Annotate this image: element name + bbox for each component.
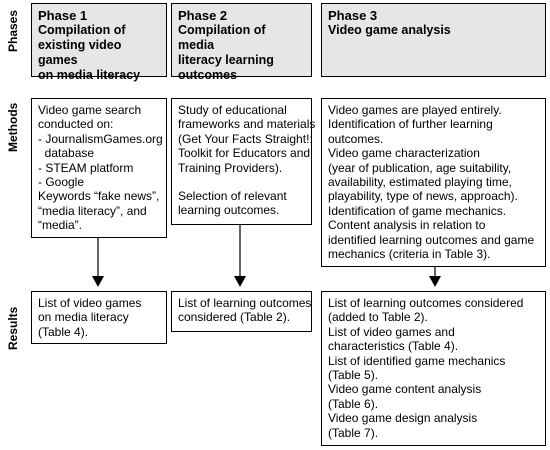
results-line: List of learning outcomes (178, 296, 312, 310)
phase-1-methods-box: Video game search conducted on: - Journa… (31, 98, 167, 238)
methods-line: Study of educational (178, 103, 287, 117)
phase-2-subtitle-line: literacy learning (178, 53, 274, 67)
arrow-phase-3 (429, 267, 441, 287)
phase-1-subtitle-line: Compilation of (38, 23, 126, 37)
methods-line: Identification of further learning (328, 117, 493, 132)
phase-2-subtitle-line: outcomes (178, 68, 238, 82)
phase-2-header: Phase 2 Compilation of media literacy le… (171, 3, 312, 82)
arrow-phase-2 (234, 225, 246, 287)
methods-line: Training Providers). (178, 160, 283, 175)
methods-line: Keywords “fake news”, (38, 189, 160, 204)
phase-3-subtitle-line: Video game analysis (328, 23, 451, 37)
results-line: on media literacy (38, 310, 129, 325)
methods-line: Video game characterization (328, 146, 480, 161)
methods-line: “media”. (38, 218, 83, 233)
phase-2-results-box: List of learning outcomes considered (Ta… (171, 291, 312, 332)
phase-2-subtitle-line: Compilation of media (178, 23, 266, 52)
methods-line: mechanics (criteria in Table 3). (328, 247, 491, 262)
methods-line: playability, type of news, approach). (328, 189, 518, 204)
results-line: Video game content analysis (328, 382, 482, 397)
phase-1-subtitle-line: existing video games (38, 38, 122, 67)
methods-line: conducted on: (38, 117, 114, 132)
phase-3-results-box: List of learning outcomes considered (ad… (321, 291, 546, 446)
methods-line: Toolkit for Educators and (178, 146, 311, 161)
methods-line: Selection of relevant (178, 189, 287, 204)
methods-line: availability, estimated playing time, (328, 175, 512, 190)
results-line: List of video games and (328, 324, 455, 339)
phase-1-header: Phase 1 Compilation of existing video ga… (31, 3, 167, 82)
methods-line: Content analysis in relation to (328, 218, 486, 233)
methods-line: Video game search (38, 103, 142, 117)
results-line: (Table 5). (328, 368, 379, 383)
phase-3-header: Phase 3 Video game analysis (321, 3, 546, 77)
phase-3-methods-box: Video games are played entirely. Identif… (321, 98, 546, 267)
arrow-phase-1 (92, 238, 104, 287)
methods-line: frameworks and materials (178, 117, 316, 132)
results-line: (Table 4). (38, 324, 89, 339)
methods-line: Identification of game mechanics. (328, 203, 507, 218)
methods-line: (Get Your Facts Straight!: (178, 131, 313, 146)
phase-1-results-box: List of video games on media literacy (T… (31, 291, 167, 344)
phase-2-title: Phase 2 (178, 8, 228, 23)
results-line: (Table 6). (328, 396, 379, 411)
results-line: Video game design analysis (328, 411, 478, 426)
methods-line: database (38, 146, 95, 161)
phase-1-title: Phase 1 (38, 8, 88, 23)
results-line: List of video games (38, 296, 142, 310)
methods-line: (year of publication, age suitability, (328, 160, 512, 175)
results-line: List of identified game mechanics (328, 353, 506, 368)
methods-line: outcomes. (328, 131, 384, 146)
results-line: (added to Table 2). (328, 310, 428, 325)
methods-line: learning outcomes. (178, 203, 280, 218)
methods-line: - Google (38, 175, 85, 190)
results-line: considered (Table 2). (178, 310, 291, 325)
methods-line: Video games are played entirely. (328, 103, 502, 117)
results-line: characteristics (Table 4). (328, 339, 459, 354)
methods-line: - STEAM platform (38, 160, 134, 175)
phase-3-title: Phase 3 (328, 8, 378, 23)
results-line: (Table 7). (328, 425, 379, 440)
methods-line: identified learning outcomes and game (328, 232, 535, 247)
results-line: List of learning outcomes considered (328, 296, 524, 310)
phase-2-methods-box: Study of educational frameworks and mate… (171, 98, 316, 225)
methods-line: “media literacy”, and (38, 203, 147, 218)
methods-line: - JournalismGames.org (38, 131, 163, 146)
phase-1-subtitle-line: on media literacy (38, 68, 141, 82)
